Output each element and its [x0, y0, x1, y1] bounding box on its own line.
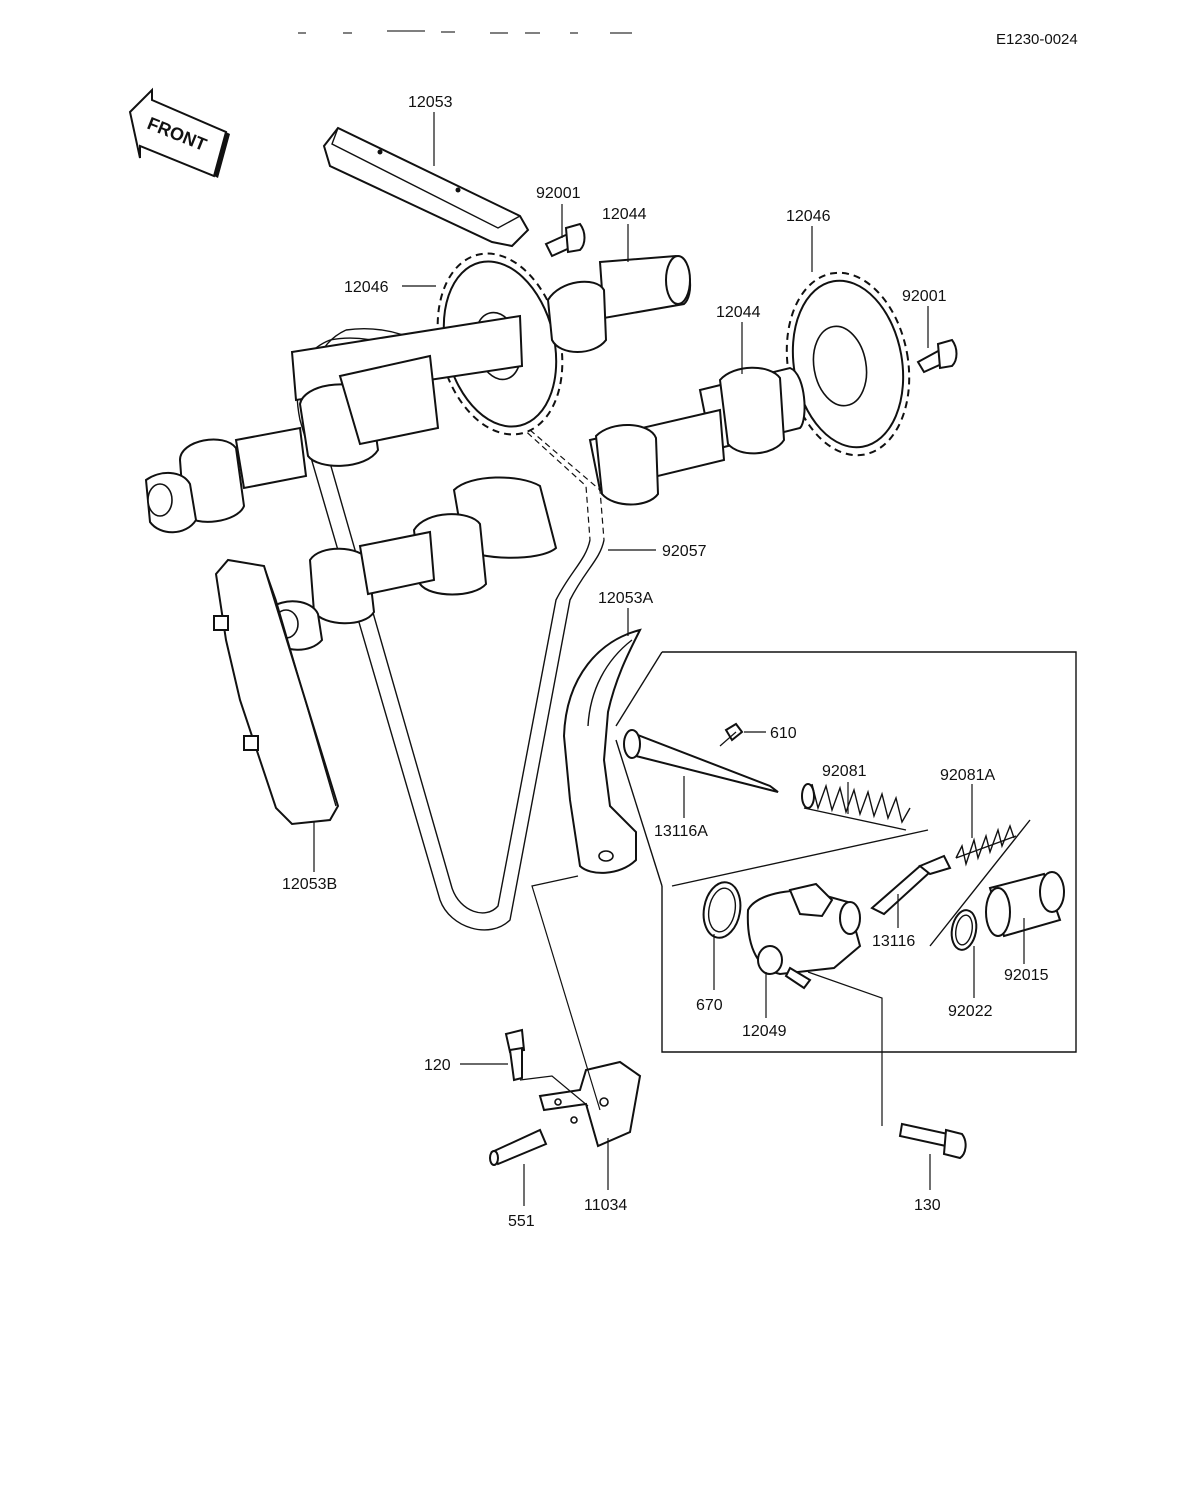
- pin-610: [724, 722, 744, 742]
- pin-551: [489, 1128, 548, 1166]
- label-130: 130: [914, 1197, 941, 1214]
- bolt-120: [504, 1028, 526, 1082]
- right-sprocket: [785, 271, 911, 457]
- spring-92081: [801, 783, 911, 831]
- left-chain-guide: [213, 558, 340, 826]
- label-92057: 92057: [662, 543, 707, 560]
- top-chain-guide: [322, 126, 530, 248]
- label-12046-right: 12046: [786, 208, 831, 225]
- label-12046-left: 12046: [344, 279, 389, 296]
- label-12053B: 12053B: [282, 876, 337, 893]
- lower-camshaft: [266, 366, 806, 651]
- label-13116: 13116: [872, 933, 915, 950]
- tensioner-inset-frame: [615, 651, 1077, 1053]
- callout-labels: 12053 92001 12044 12046 12046 92001 1204…: [282, 94, 1049, 1230]
- label-13116A: 13116A: [654, 823, 708, 840]
- label-92001-right: 92001: [902, 288, 947, 305]
- label-12053A: 12053A: [598, 590, 653, 607]
- upper-camshaft: [144, 254, 692, 534]
- label-12049: 12049: [742, 1023, 787, 1040]
- label-551: 551: [508, 1213, 535, 1230]
- gasket-670: [702, 881, 742, 939]
- label-12044-mid: 12044: [716, 304, 761, 321]
- tensioner-body: [746, 882, 862, 990]
- inset-divider-left: [671, 829, 929, 887]
- label-92015: 92015: [1004, 967, 1049, 984]
- push-rod: [623, 729, 779, 793]
- label-610: 610: [770, 725, 797, 742]
- inset-divider-right: [929, 819, 1031, 947]
- label-670: 670: [696, 997, 723, 1014]
- label-92081A: 92081A: [940, 767, 995, 784]
- label-92081: 92081: [822, 763, 867, 780]
- bracket-11034: [538, 1060, 642, 1148]
- label-12053: 12053: [408, 94, 453, 111]
- bolt-92001-top: [544, 222, 586, 258]
- label-92022: 92022: [948, 1003, 993, 1020]
- front-arrow-icon: FRONT: [128, 87, 230, 178]
- leader-lines: [313, 112, 1025, 1206]
- tensioner-guide: [562, 628, 642, 874]
- spring-92081A: [955, 823, 1017, 867]
- cap-92015: [985, 871, 1065, 938]
- diagram-code: E1230-0024: [996, 31, 1078, 48]
- label-92001-top: 92001: [536, 185, 581, 202]
- plunger-13116: [870, 854, 952, 916]
- oring-92022: [950, 909, 978, 951]
- label-12044-top: 12044: [602, 206, 647, 223]
- bolt-130: [898, 1122, 967, 1160]
- label-11034: 11034: [584, 1197, 627, 1214]
- scan-marks: [298, 30, 632, 34]
- label-120: 120: [424, 1057, 451, 1074]
- bolt-92001-right: [916, 338, 958, 374]
